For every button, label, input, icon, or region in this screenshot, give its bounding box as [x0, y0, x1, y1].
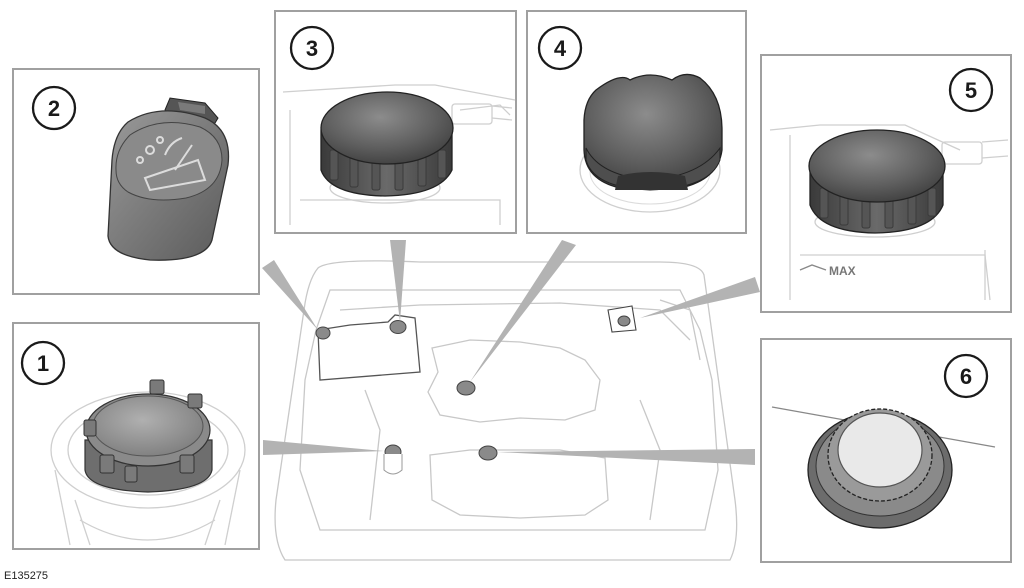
callout-5-circle — [948, 67, 994, 113]
callout-3-label: 3 — [306, 36, 318, 61]
callout-6-label: 6 — [960, 364, 972, 389]
marker-5 — [617, 315, 631, 327]
leader-5 — [640, 277, 760, 318]
callout-1-circle — [20, 340, 66, 386]
panel-2-washer-cap: 2 — [12, 68, 260, 295]
marker-2 — [315, 326, 331, 340]
callout-5-label: 5 — [965, 78, 977, 103]
engine-bay-outline — [274, 260, 738, 561]
panel-3-brake-cap: 3 — [274, 10, 517, 234]
marker-3 — [389, 320, 407, 334]
callout-6-circle — [943, 353, 989, 399]
callout-1-label: 1 — [37, 351, 49, 376]
leader-4 — [470, 240, 576, 382]
marker-6 — [478, 445, 498, 461]
location-markers — [315, 305, 637, 475]
marker-4 — [456, 380, 476, 396]
callout-2-circle — [31, 85, 77, 131]
windscreen-washer-icon — [136, 136, 207, 192]
callout-2-label: 2 — [48, 96, 60, 121]
panel-1-coolant-cap: 1 — [12, 322, 260, 550]
leader-1 — [263, 440, 384, 455]
leader-lines — [262, 240, 760, 465]
figure-code: E135275 — [4, 570, 49, 582]
panel-4-oil-cap: 4 — [526, 10, 747, 234]
callout-4-circle — [537, 25, 583, 71]
max-level-label: MAX — [829, 264, 856, 278]
max-level-mark: MAX — [799, 264, 856, 278]
panel-6-cap: 6 — [760, 338, 1012, 563]
callout-4-label: 4 — [554, 36, 567, 61]
callout-3-circle — [289, 25, 335, 71]
leader-2 — [262, 260, 318, 330]
panel-5-steering-cap: MAX 5 — [760, 54, 1012, 313]
leader-3 — [390, 240, 406, 322]
leader-6 — [497, 449, 755, 465]
